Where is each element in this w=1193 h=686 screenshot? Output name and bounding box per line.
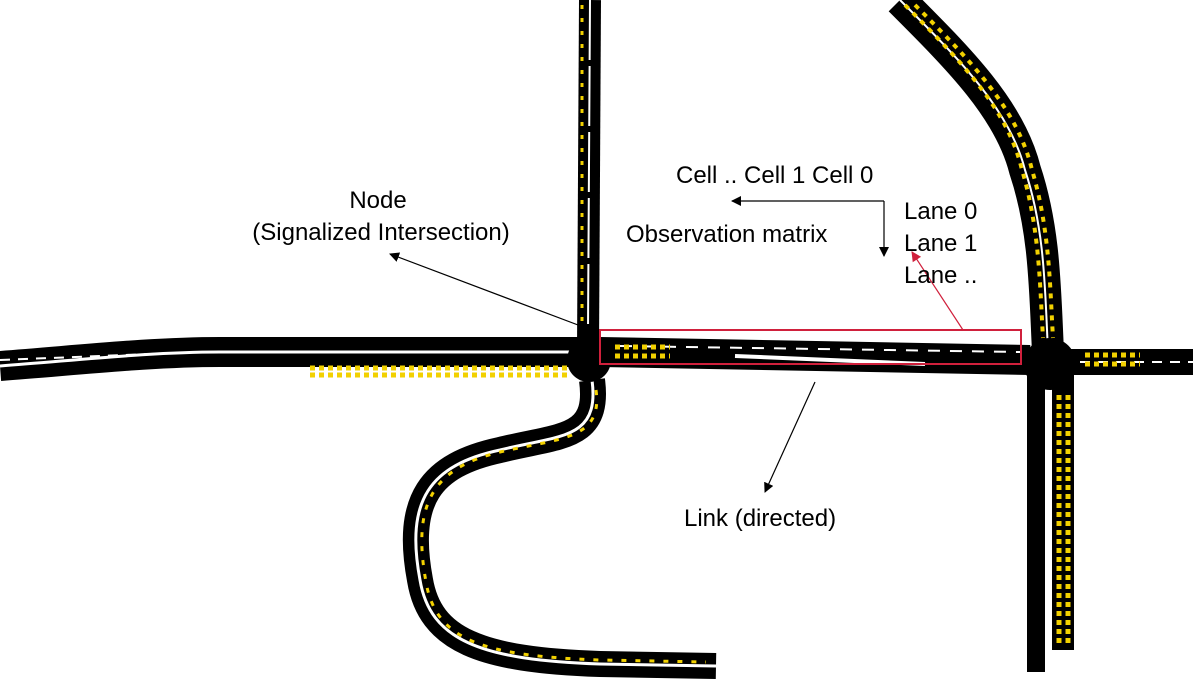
observation-arrow bbox=[911, 251, 964, 331]
west-road-lane-mark bbox=[0, 351, 201, 361]
north-road bbox=[577, 0, 601, 351]
vehicles bbox=[310, 3, 1140, 664]
link-label: Link (directed) bbox=[684, 505, 836, 532]
west-road bbox=[0, 337, 580, 381]
sw-road-body bbox=[402, 378, 717, 679]
main-link-median bbox=[734, 354, 926, 366]
node-sublabel: (Signalized Intersection) bbox=[252, 219, 509, 246]
lane-more-label: Lane .. bbox=[904, 262, 977, 289]
south-road bbox=[1027, 372, 1074, 672]
node-east-intersection bbox=[1024, 338, 1076, 390]
observation-highlight-box bbox=[599, 329, 1022, 365]
northeast-curve-road bbox=[888, 0, 1064, 353]
observation-matrix-label: Observation matrix bbox=[626, 221, 827, 248]
lane-0-label: Lane 0 bbox=[904, 198, 977, 225]
node-west-intersection bbox=[567, 338, 611, 382]
vehicles-ne-curve-a bbox=[903, 3, 1045, 339]
main-link-road bbox=[599, 337, 1031, 375]
lane-1-label: Lane 1 bbox=[904, 230, 977, 257]
node-pointer-arrow bbox=[389, 252, 587, 329]
main-link-body bbox=[599, 337, 1031, 375]
node-label: Node bbox=[349, 187, 406, 214]
sw-road-median bbox=[414, 379, 717, 668]
cells-label: Cell .. Cell 1 Cell 0 bbox=[676, 162, 873, 189]
vehicles-ne-curve-b bbox=[913, 3, 1055, 339]
west-road-median bbox=[0, 350, 580, 368]
link-pointer-arrow bbox=[764, 381, 816, 493]
ne-road-median bbox=[899, 0, 1049, 353]
north-road-lane-mark bbox=[587, 0, 591, 331]
southwest-curve-road bbox=[402, 378, 717, 679]
main-link-lane-mark bbox=[619, 345, 1021, 353]
